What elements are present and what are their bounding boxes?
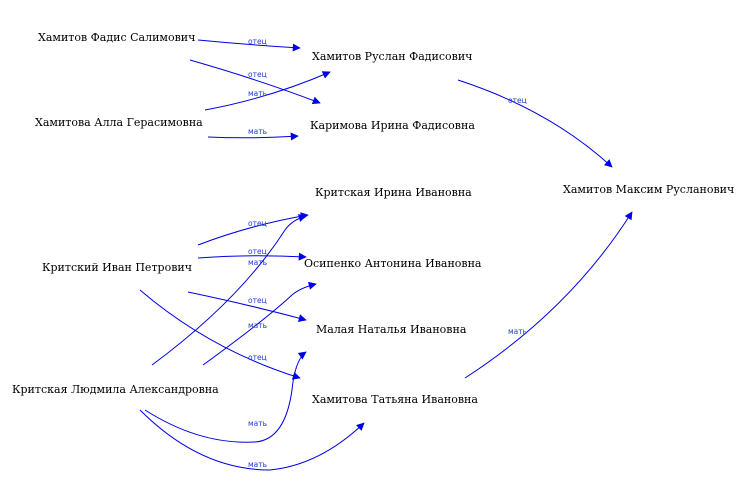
node-osipenko: Осипенко Антонина Ивановна: [304, 257, 482, 270]
label-lyudmila-tatyana: мать: [248, 460, 267, 469]
node-karimova: Каримова Ирина Фадисовна: [310, 119, 475, 132]
node-tatyana: Хамитова Татьяна Ивановна: [312, 393, 478, 406]
label-fadis-ruslan: отец: [248, 37, 267, 46]
label-alla-ruslan: мать: [248, 89, 267, 98]
edge-ruslan-maxim: [457, 79, 613, 168]
edge-lyudmila-malaya: [144, 351, 307, 443]
label-ivan-malaya: отец: [248, 296, 267, 305]
label-ivan-tatyana: отец: [248, 353, 267, 362]
edge-alla-karimova: [207, 132, 299, 141]
edge-lyudmila-tatyana: [139, 409, 365, 471]
label-lyudmila-osipenko: мать: [248, 321, 267, 330]
node-ruslan: Хамитов Руслан Фадисович: [312, 50, 472, 63]
label-lyudmila-kritskaya-irina: мать: [248, 258, 267, 267]
node-fadis: Хамитов Фадис Салимович: [38, 31, 195, 44]
edge-alla-ruslan: [204, 71, 331, 111]
label-ivan-kritskaya-irina: отец: [248, 219, 267, 228]
edge-ivan-malaya: [187, 291, 307, 323]
edge-fadis-karimova: [189, 59, 321, 105]
label-ivan-osipenko: отец: [248, 247, 267, 256]
edge-labels: отец отец мать мать отец мать отец отец …: [248, 37, 527, 469]
node-lyudmila: Критская Людмила Александровна: [12, 383, 219, 396]
node-kritskaya-irina: Критская Ирина Ивановна: [315, 186, 472, 199]
edges: [139, 39, 633, 471]
edge-fadis-ruslan: [197, 39, 301, 52]
edge-lyudmila-kritskaya-irina: [151, 214, 307, 366]
label-tatyana-maxim: мать: [508, 327, 527, 336]
label-ruslan-maxim: отец: [508, 96, 527, 105]
label-lyudmila-malaya: мать: [248, 419, 267, 428]
node-maxim: Хамитов Максим Русланович: [563, 183, 734, 196]
node-ivan: Критский Иван Петрович: [42, 261, 192, 274]
nodes: Хамитов Фадис Салимович Хамитова Алла Ге…: [12, 31, 734, 406]
edge-ivan-kritskaya-irina: [197, 212, 309, 246]
edge-ivan-osipenko: [197, 252, 307, 261]
edge-tatyana-maxim: [464, 211, 633, 379]
label-fadis-karimova: отец: [248, 70, 267, 79]
edge-ivan-tatyana: [139, 289, 301, 380]
edge-lyudmila-osipenko: [202, 281, 317, 366]
node-malaya: Малая Наталья Ивановна: [316, 323, 467, 336]
label-alla-karimova: мать: [248, 127, 267, 136]
node-alla: Хамитова Алла Герасимовна: [35, 116, 203, 129]
